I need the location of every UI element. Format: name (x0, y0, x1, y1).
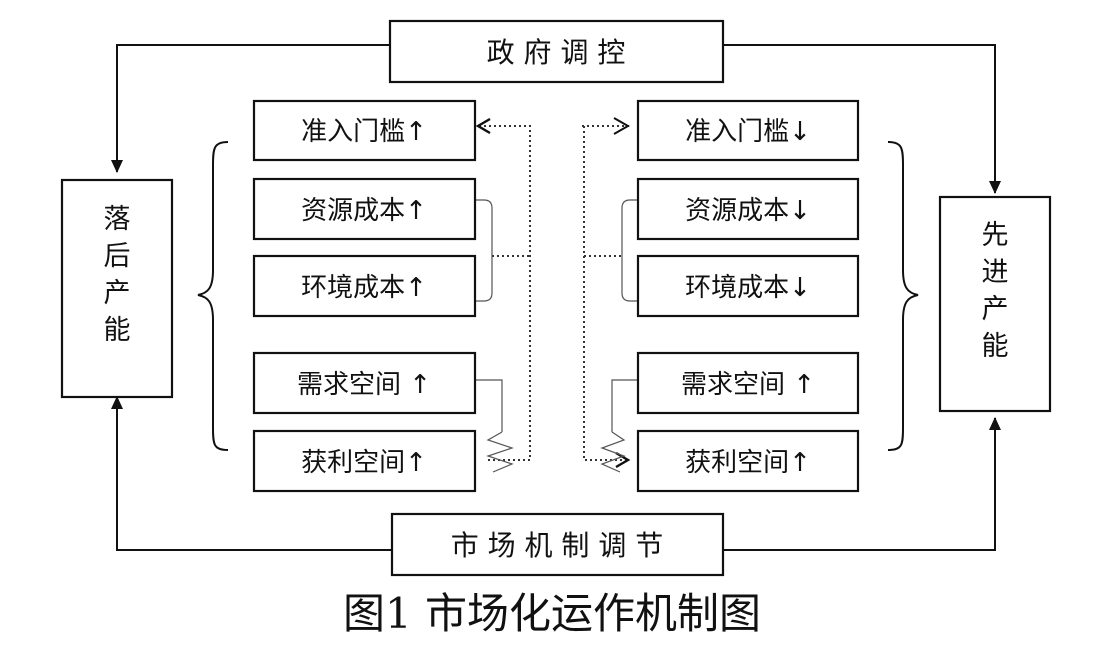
advanced-capacity-char-4: 能 (982, 331, 1009, 362)
right-demand-space-box: 需求空间 ↑ (636, 351, 860, 415)
right-cost-bracket (621, 199, 638, 302)
advanced-capacity-char-1: 先 (982, 220, 1009, 251)
left-environment-cost-box: 环境成本↑ (252, 254, 477, 318)
right-environment-cost-box: 环境成本↓ (636, 254, 860, 318)
left-profit-space-label: 获利空间↑ (301, 448, 427, 478)
left-resource-cost-box: 资源成本↑ (252, 177, 477, 241)
backward-capacity-box: 落 后 产 能 (60, 178, 174, 399)
backward-capacity-char-3: 产 (104, 278, 131, 309)
advanced-capacity-char-2: 进 (982, 257, 1009, 288)
left-group-brace (197, 141, 229, 451)
left-profit-space-box: 获利空间↑ (252, 429, 477, 493)
backward-capacity-char-4: 能 (104, 315, 131, 346)
right-entry-threshold-box: 准入门槛↓ (636, 99, 860, 162)
market-to-backward-arrow (111, 396, 392, 551)
right-environment-cost-label: 环境成本↓ (685, 273, 811, 303)
advanced-capacity-char-3: 产 (982, 294, 1009, 325)
left-entry-threshold-box: 准入门槛↑ (252, 99, 477, 162)
left-demand-space-box: 需求空间 ↑ (252, 351, 477, 415)
right-top-arrowhead (613, 117, 631, 135)
right-profit-space-box: 获利空间↑ (636, 429, 860, 493)
left-demand-connector (475, 379, 503, 432)
left-demand-space-label: 需求空间 ↑ (297, 370, 431, 400)
government-regulation-box: 政 府 调 控 (388, 19, 725, 84)
market-mechanism-label: 市 场 机 制 调 节 (451, 529, 664, 562)
figure-caption: 图1 市场化运作机制图 (343, 589, 761, 638)
left-cost-bracket (475, 199, 493, 302)
right-feedback-down (583, 126, 628, 460)
backward-capacity-char-2: 后 (104, 241, 131, 272)
left-resource-cost-label: 资源成本↑ (301, 196, 427, 226)
right-demand-space-label: 需求空间 ↑ (681, 370, 815, 400)
gov-to-backward-arrow (111, 44, 390, 173)
right-entry-threshold-label: 准入门槛↓ (685, 117, 811, 147)
left-zigzag (486, 431, 514, 473)
right-resource-cost-label: 资源成本↓ (685, 196, 811, 226)
left-feedback-line (478, 126, 531, 461)
government-regulation-label: 政 府 调 控 (487, 36, 626, 69)
right-resource-cost-box: 资源成本↓ (636, 177, 860, 241)
left-environment-cost-label: 环境成本↑ (301, 273, 427, 303)
backward-capacity-char-1: 落 (104, 204, 131, 235)
gov-to-advanced-arrow (723, 44, 1001, 194)
left-entry-threshold-label: 准入门槛↑ (301, 117, 427, 147)
advanced-capacity-box: 先 进 产 能 (938, 195, 1052, 413)
right-zigzag (600, 431, 626, 473)
market-mechanism-box: 市 场 机 制 调 节 (390, 512, 725, 577)
right-demand-connector (611, 379, 638, 432)
market-to-advanced-arrow (723, 417, 1001, 551)
right-profit-space-label: 获利空间↑ (685, 448, 811, 478)
right-group-brace (887, 141, 919, 451)
